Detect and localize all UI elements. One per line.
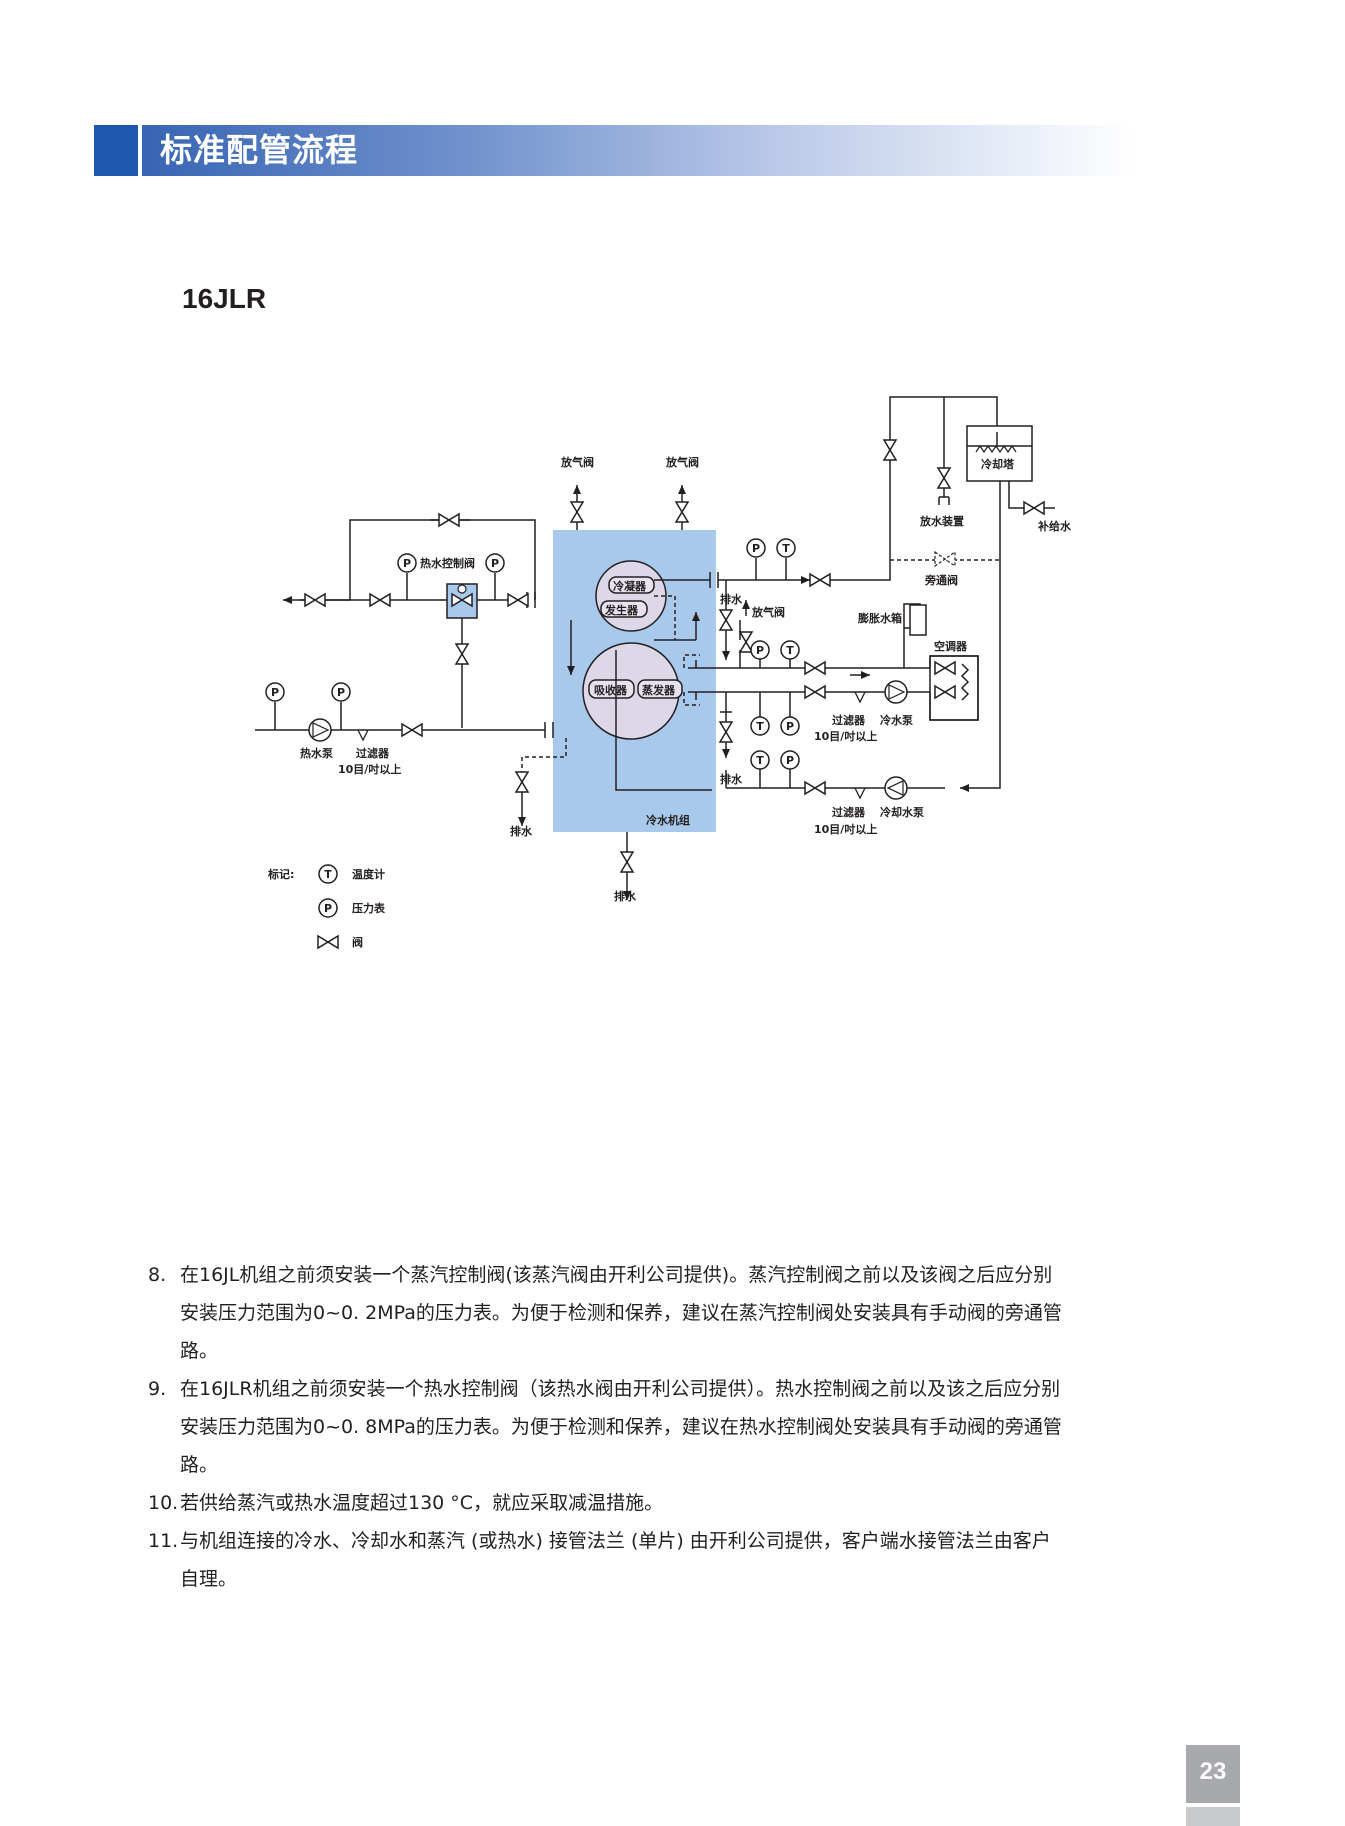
- header-accent-block: [94, 125, 138, 176]
- note-item: 10. 若供给蒸汽或热水温度超过130 °C，就应采取减温措施。: [148, 1484, 1068, 1522]
- filter-label: 过滤器: [356, 746, 390, 760]
- pressure-gauge-icon: P: [752, 542, 760, 555]
- air-vent-label: 放气阀: [560, 455, 594, 469]
- header-divider: [138, 125, 142, 176]
- hot-water-pump-label: 热水泵: [300, 746, 333, 760]
- chilled-water-pump-label: 冷水泵: [880, 713, 913, 727]
- note-item: 9. 在16JLR机组之前须安装一个热水控制阀（该热水阀由开利公司提供）。热水控…: [148, 1370, 1068, 1484]
- note-text: 若供给蒸汽或热水温度超过130 °C，就应采取减温措施。: [180, 1492, 664, 1514]
- mesh-label: 10目/吋以上: [814, 729, 877, 743]
- absorber-label: 吸收器: [594, 683, 628, 697]
- model-heading: 16JLR: [182, 283, 267, 314]
- expansion-tank: [909, 604, 927, 636]
- thermometer-icon: T: [786, 644, 794, 657]
- evaporator-label: 蒸发器: [642, 683, 676, 697]
- thermometer-icon: T: [782, 542, 790, 555]
- page-number: 23: [1199, 1758, 1227, 1785]
- header-band: [94, 125, 1134, 176]
- thermometer-icon: T: [756, 754, 764, 767]
- pressure-gauge-icon: P: [756, 644, 764, 657]
- pressure-gauge-icon: P: [271, 686, 279, 699]
- mesh-label: 10目/吋以上: [338, 762, 401, 776]
- note-number: 9.: [148, 1378, 167, 1400]
- chiller-label: 冷水机组: [646, 813, 690, 827]
- piping-diagram: 冷凝器 发生器 吸收器 蒸发器 冷水机组: [255, 396, 1072, 949]
- thermometer-icon: T: [324, 868, 332, 881]
- filter-label: 过滤器: [832, 713, 866, 727]
- legend-pressure-gauge: 压力表: [352, 901, 386, 915]
- generator-label: 发生器: [604, 603, 639, 617]
- page-tab-lower: [1186, 1807, 1240, 1826]
- note-text: 在16JL机组之前须安装一个蒸汽控制阀(该蒸汽阀由开利公司提供)。蒸汽控制阀之前…: [180, 1264, 1062, 1362]
- legend-valve: 阀: [352, 935, 363, 949]
- air-conditioner: [929, 655, 979, 721]
- pressure-gauge-icon: P: [403, 557, 411, 570]
- note-number: 10.: [148, 1492, 179, 1514]
- note-number: 8.: [148, 1264, 167, 1286]
- pressure-gauge-icon: P: [491, 557, 499, 570]
- pressure-gauge-icon: P: [324, 902, 332, 915]
- air-conditioner-label: 空调器: [934, 639, 968, 653]
- notes: 8. 在16JL机组之前须安装一个蒸汽控制阀(该蒸汽阀由开利公司提供)。蒸汽控制…: [148, 1256, 1068, 1598]
- expansion-tank-label: 膨胀水箱: [857, 611, 902, 625]
- page-number-tab: [1186, 1745, 1240, 1803]
- drain-label: 排水: [720, 592, 743, 606]
- drain-label: 排水: [614, 889, 637, 903]
- cooling-tower-label: 冷却塔: [981, 457, 1015, 471]
- pressure-gauge-icon: P: [786, 720, 794, 733]
- legend-thermometer: 温度计: [352, 867, 385, 881]
- thermometer-icon: T: [756, 720, 764, 733]
- air-vent-label: 放气阀: [751, 605, 785, 619]
- bypass-valve-label: 旁通阀: [924, 573, 958, 587]
- condenser-label: 冷凝器: [613, 579, 647, 593]
- drain-device-label: 放水装置: [919, 514, 964, 528]
- hot-water-control-valve-label: 热水控制阀: [420, 556, 475, 570]
- drain-label: 排水: [720, 772, 743, 786]
- cooling-water-pump-label: 冷却水泵: [880, 805, 924, 819]
- note-text: 与机组连接的冷水、冷却水和蒸汽 (或热水) 接管法兰 (单片) 由开利公司提供，…: [180, 1530, 1051, 1590]
- note-item: 11. 与机组连接的冷水、冷却水和蒸汽 (或热水) 接管法兰 (单片) 由开利公…: [148, 1522, 1068, 1598]
- pressure-gauge-icon: P: [337, 686, 345, 699]
- page-title: 标准配管流程: [160, 131, 359, 169]
- note-number: 11.: [148, 1530, 179, 1552]
- note-item: 8. 在16JL机组之前须安装一个蒸汽控制阀(该蒸汽阀由开利公司提供)。蒸汽控制…: [148, 1256, 1068, 1370]
- makeup-water-label: 补给水: [1037, 519, 1072, 533]
- pressure-gauge-icon: P: [786, 754, 794, 767]
- air-vent-label: 放气阀: [665, 455, 699, 469]
- note-text: 在16JLR机组之前须安装一个热水控制阀（该热水阀由开利公司提供）。热水控制阀之…: [180, 1378, 1062, 1476]
- filter-label: 过滤器: [832, 805, 866, 819]
- mesh-label: 10目/吋以上: [814, 822, 877, 836]
- drain-label: 排水: [510, 824, 533, 838]
- legend-title: 标记:: [267, 867, 294, 881]
